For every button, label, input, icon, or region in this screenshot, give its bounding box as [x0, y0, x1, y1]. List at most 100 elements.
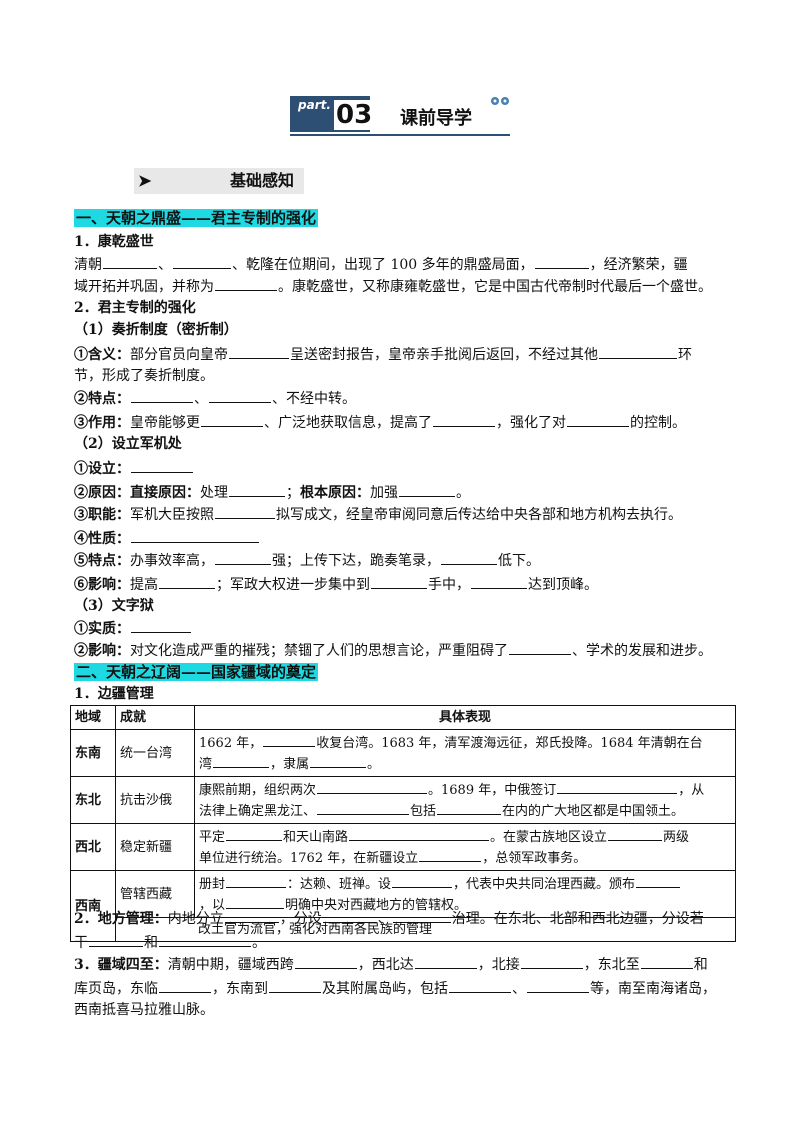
blank[interactable]: [419, 847, 482, 862]
blank[interactable]: [263, 732, 316, 747]
blank[interactable]: [159, 932, 251, 947]
text: 1662 年，: [199, 736, 263, 751]
jy-line2: 库页岛，东临，东南到及其附属岛屿，包括、等，南至南海诸岛，: [74, 978, 754, 999]
blank[interactable]: [215, 550, 271, 565]
blank[interactable]: [131, 458, 193, 473]
blank[interactable]: [103, 254, 157, 269]
text: 达到顶峰。: [528, 577, 598, 593]
qz-heading: 2．君主专制的强化: [74, 300, 196, 316]
text: 及其附属岛屿，包括: [322, 981, 448, 997]
blank[interactable]: [322, 908, 377, 923]
blank[interactable]: [269, 978, 321, 993]
blank[interactable]: [399, 482, 455, 497]
blank[interactable]: [209, 388, 271, 403]
blank[interactable]: [527, 978, 589, 993]
blank[interactable]: [173, 254, 231, 269]
table-header-row: 地域 成就 具体表现: [70, 705, 736, 730]
sec1-title-row: 一、天朝之鼎盛——君主专制的强化: [74, 208, 754, 228]
zn-line: ③职能：军机大臣按照 拟写成文，经皇帝审阅同意后传达给中央各部和地方机构去执行。: [74, 504, 754, 525]
blank[interactable]: [226, 894, 285, 909]
yx2-line: ②影响：对文化造成严重的摧残；禁锢了人们的思想言论，严重阻碍了、学术的发展和进步…: [74, 640, 754, 661]
blank[interactable]: [159, 574, 215, 589]
blank[interactable]: [215, 276, 277, 291]
text: 军机大臣按照: [130, 507, 214, 523]
table-cell: 1662 年，收复台湾。1683 年，清军渡海远征，郑氏投降。1684 年清朝在…: [194, 729, 736, 777]
text: ，代表中央共同治理西藏。颁布: [453, 877, 636, 892]
blank[interactable]: [229, 344, 289, 359]
text: 明确中央对西藏地方的管辖权。: [285, 898, 468, 913]
blank[interactable]: [640, 954, 693, 969]
sl-line: ①设立：: [74, 458, 754, 479]
table-row: 改土官为流官，强化对西南各民族的管理: [71, 917, 736, 942]
blank[interactable]: [131, 618, 191, 633]
text: 单位进行统治。1762 年，在新疆设立: [199, 851, 419, 866]
text: 的控制。: [630, 415, 686, 431]
text: ：达赖、班禅。设: [287, 877, 392, 892]
blank[interactable]: [414, 954, 477, 969]
blank[interactable]: [520, 954, 583, 969]
text: 强；上传下达，跪奏笔录，: [272, 553, 440, 569]
text: 湾: [199, 757, 213, 772]
sec1-title: 一、天朝之鼎盛——君主专制的强化: [74, 209, 319, 227]
sec2-title-row: 二、天朝之辽阔——国家疆域的奠定: [74, 662, 754, 682]
table-cell: 东北: [70, 776, 116, 824]
blank[interactable]: [392, 873, 453, 888]
blank[interactable]: [567, 412, 629, 427]
td2-line: ⑤特点：办事效率高，强；上传下达，跪奏笔录，低下。: [74, 550, 754, 571]
text: 和: [144, 935, 158, 951]
text: 。在蒙古族地区设立: [490, 830, 608, 845]
text: 皇帝能够更: [130, 415, 200, 431]
blank[interactable]: [213, 753, 270, 768]
blank[interactable]: [437, 800, 502, 815]
blank[interactable]: [557, 779, 678, 794]
blank[interactable]: [215, 504, 275, 519]
blank[interactable]: [349, 826, 490, 841]
table-cell: 稳定新疆: [115, 823, 195, 871]
blank[interactable]: [433, 412, 495, 427]
blank[interactable]: [294, 954, 357, 969]
blank[interactable]: [371, 574, 427, 589]
text: ，从: [678, 783, 705, 798]
blank[interactable]: [131, 388, 193, 403]
blank[interactable]: [608, 826, 663, 841]
label: ①含义：: [74, 347, 130, 363]
blank[interactable]: [224, 908, 279, 923]
basic-section-bar: ➤ 基础感知: [134, 168, 304, 194]
blank[interactable]: [226, 873, 287, 888]
kq-line1: 清朝、、乾隆在位期间，出现了 100 多年的鼎盛局面，，经济繁荣，疆: [74, 254, 754, 275]
kq-line2: 域开拓并巩固，并称为。康乾盛世，又称康雍乾盛世，它是中国古代帝制时代最后一个盛世…: [74, 276, 754, 297]
text: 拟写成文，经皇帝审阅同意后传达给中央各部和地方机构去执行。: [276, 507, 682, 523]
blank[interactable]: [201, 412, 263, 427]
blank[interactable]: [599, 344, 677, 359]
wz-heading: （3）文字狱: [74, 598, 154, 614]
bj-heading: 1．边疆管理: [74, 686, 154, 702]
hy-line2: 节，形成了奏折制度。: [74, 368, 214, 384]
text: ，分设: [279, 911, 322, 927]
blank[interactable]: [131, 528, 259, 543]
text: 、学术的发展和进步。: [572, 643, 712, 659]
table-cell: 平定和天山南路。在蒙古族地区设立两级 单位进行统治。1762 年，在新疆设立，总…: [194, 823, 736, 871]
blank[interactable]: [449, 978, 511, 993]
blank[interactable]: [392, 908, 451, 923]
blank[interactable]: [226, 826, 283, 841]
blank[interactable]: [89, 932, 143, 947]
text: 两级: [663, 830, 690, 845]
blank[interactable]: [441, 550, 497, 565]
blank[interactable]: [509, 640, 571, 655]
blank[interactable]: [636, 873, 681, 888]
blank[interactable]: [317, 800, 410, 815]
blank[interactable]: [229, 482, 285, 497]
xz-line: ④性质：: [74, 528, 754, 549]
label: ③职能：: [74, 507, 130, 523]
kq-heading: 1．康乾盛世: [74, 234, 154, 250]
text: 环: [678, 347, 692, 363]
text: 治理。在东北、北部和西北边疆，分设若: [451, 911, 704, 927]
blank[interactable]: [159, 978, 211, 993]
blank[interactable]: [317, 779, 428, 794]
jy-line1: 3．疆域四至：清朝中期，疆域西跨，西北达，北接，东北至和: [74, 954, 754, 975]
blank[interactable]: [534, 254, 589, 269]
jj-heading: （2）设立军机处: [74, 436, 182, 452]
text: 。康乾盛世，又称康雍乾盛世，它是中国古代帝制时代最后一个盛世。: [278, 279, 712, 295]
blank[interactable]: [471, 574, 527, 589]
blank[interactable]: [310, 753, 367, 768]
